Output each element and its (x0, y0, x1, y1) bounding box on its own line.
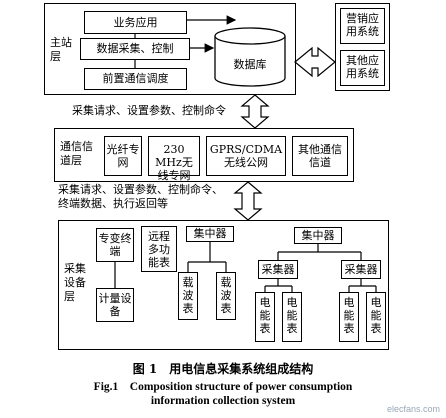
other-app-text: 其他应用系统 (346, 54, 379, 80)
channel-230-box (148, 136, 200, 176)
business-app-text: 业务应用 (113, 16, 158, 29)
channel-gprs-text: GPRS/CDMA无线公网 (209, 143, 283, 169)
arrow2-label: 采集请求、设置参数、控制命令、终端数据、执行返回等 (58, 183, 223, 210)
watermark: elecfans.com (386, 404, 440, 414)
carrier-meter2-box (216, 272, 236, 320)
energy-meter1-text: 电能表 (259, 296, 271, 335)
channel-other-text: 其他通信信道 (298, 143, 342, 169)
collector1-box (258, 260, 298, 279)
concentrator2-text: 集中器 (301, 229, 335, 242)
main-station-layer (44, 3, 296, 95)
collector2-box (341, 260, 381, 279)
metering-device-text: 计量设备 (98, 292, 132, 318)
concentrator2-box (294, 227, 342, 244)
channel-fiber-text: 光纤专网 (106, 143, 140, 169)
database-text: 数据库 (233, 58, 267, 71)
transformer-terminal-box (96, 228, 134, 262)
concentrator1-text: 集中器 (193, 227, 227, 240)
marketing-app-box (340, 8, 385, 44)
double-arrow-main-channel (240, 94, 270, 129)
energy-meter4-text: 电能表 (370, 296, 382, 335)
caption-english-line2: information collection system (150, 395, 296, 407)
arrow1-label: 采集请求、设置参数、控制命令 (72, 104, 226, 117)
transformer-terminal-text: 专变终端 (98, 232, 132, 258)
collector2-text: 采集器 (344, 263, 378, 276)
double-arrow-channel-collect (233, 181, 263, 221)
precomm-box (84, 68, 187, 90)
channel-layer (54, 128, 354, 182)
channel-gprs-box (206, 136, 286, 176)
marketing-app-text: 营销应用系统 (346, 12, 379, 38)
energy-meter3-text: 电能表 (343, 296, 355, 335)
double-arrow-external (294, 46, 336, 78)
channel-230-text: 230 MHz无线专网 (155, 143, 193, 182)
caption-english-line1: Fig.1 Composition structure of power con… (93, 381, 353, 393)
other-app-box (340, 50, 385, 86)
database-cylinder (214, 27, 286, 87)
energy-meter1-box (255, 292, 275, 342)
data-collect-box (80, 38, 190, 60)
energy-meter4-box (366, 292, 386, 342)
precomm-text: 前置通信调度 (102, 72, 169, 85)
collect-layer (58, 220, 389, 350)
data-collect-text: 数据采集、控制 (96, 42, 174, 55)
remote-meter-text: 远程多功能表 (148, 230, 170, 269)
caption-chinese: 图 1 用电信息采集系统组成结构 (132, 362, 314, 376)
carrier-meter1-text: 载波表 (182, 276, 194, 315)
remote-meter-box (141, 226, 177, 272)
collector1-text: 采集器 (261, 263, 295, 276)
channel-label: 通信信道层 (60, 140, 93, 167)
collect-layer-label: 采集设备层 (64, 262, 86, 303)
external-systems-frame (335, 3, 390, 91)
business-app-box (84, 11, 187, 34)
carrier-meter1-box (178, 272, 198, 320)
channel-fiber-box (104, 136, 142, 176)
metering-device-box (96, 288, 134, 322)
main-station-label: 主站层 (50, 36, 72, 63)
concentrator1-box (186, 226, 234, 242)
channel-other-box (292, 136, 348, 176)
energy-meter2-text: 电能表 (286, 296, 298, 335)
energy-meter3-box (339, 292, 359, 342)
energy-meter2-box (282, 292, 302, 342)
carrier-meter2-text: 载波表 (220, 276, 232, 315)
